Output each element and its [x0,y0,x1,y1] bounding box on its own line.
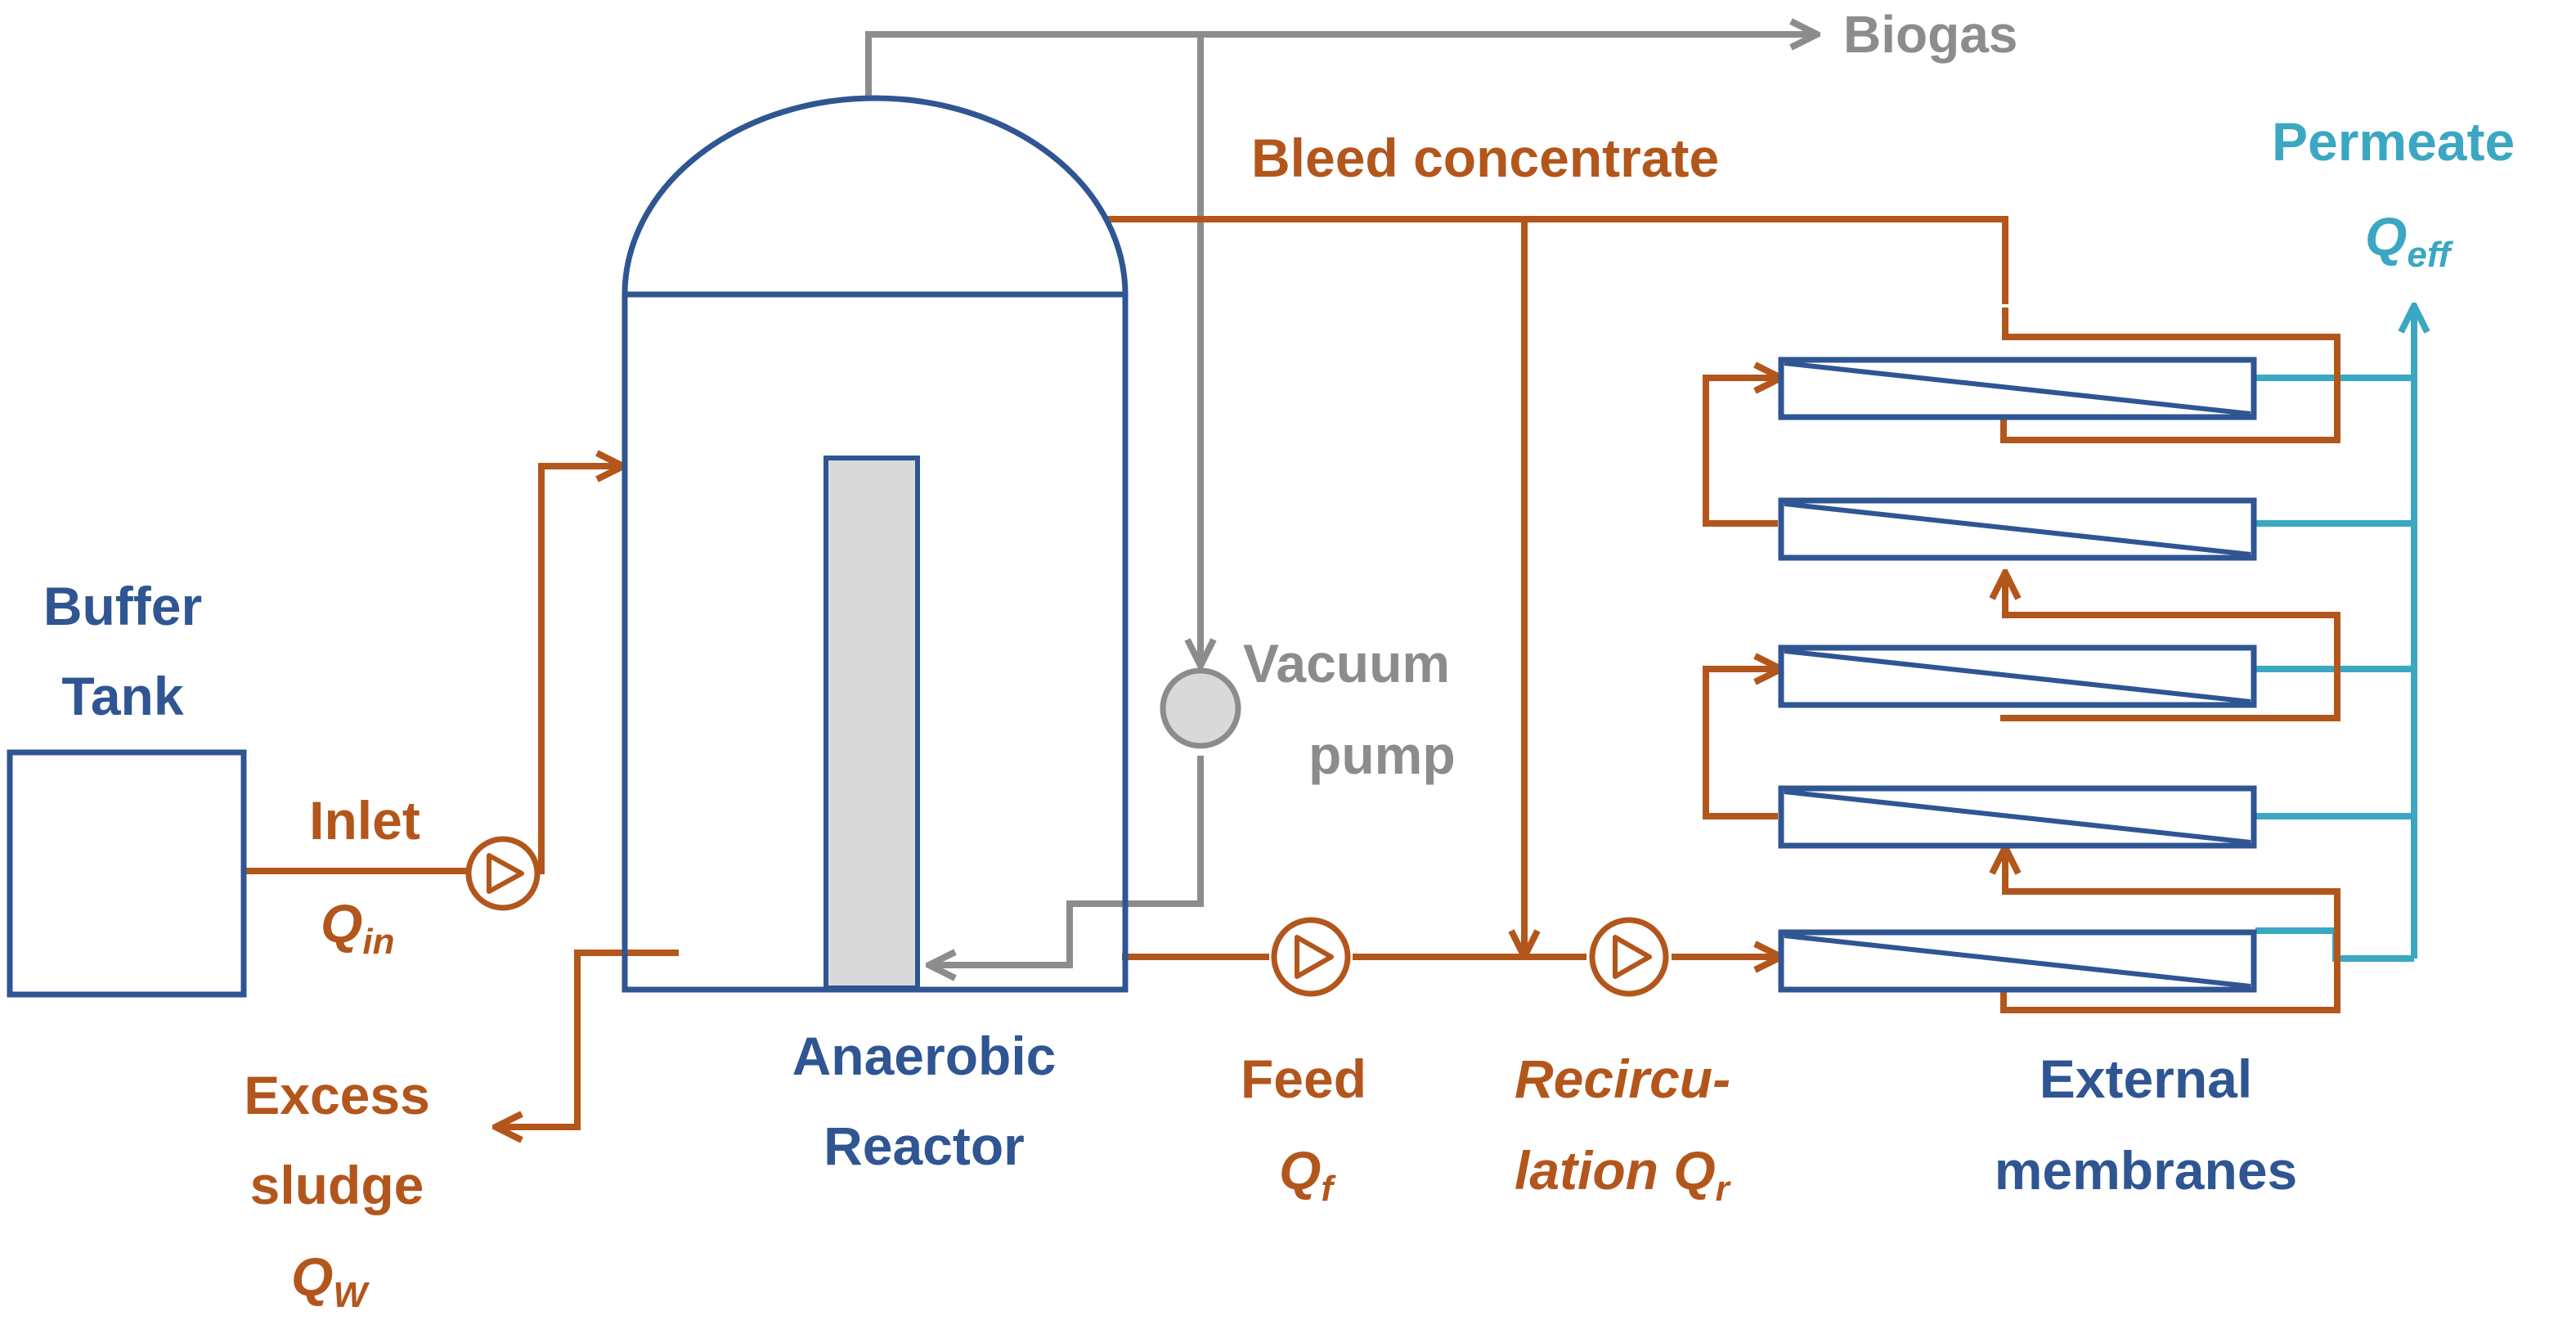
membrane-module-2 [1778,497,2257,561]
inlet-label: Inlet [309,790,420,851]
reactor-label-1: Anaerobic [792,1026,1057,1086]
recirculation-label-2: lation Qr [1515,1140,1732,1209]
membranes-label-1: External [2040,1048,2252,1109]
anaerobic-reactor [622,95,1129,993]
membranes-label-2: membranes [1995,1140,2298,1201]
recirculation-pump-icon [1589,917,1669,997]
vacuum-pump-icon [1160,667,1241,749]
excess-label-1: Excess [244,1065,430,1125]
buffer-tank-label-2: Tank [61,666,183,726]
excess-label-2: sludge [250,1155,424,1215]
permeate-label: Permeate [2272,111,2515,172]
buffer-tank [7,749,247,998]
q-in-label: Qin [321,893,394,962]
feed-label: Feed [1241,1048,1367,1109]
biogas-label: Biogas [1843,5,2017,64]
membrane-module-4 [1778,785,2257,849]
inlet-pump-icon [465,836,541,911]
bleed-concentrate-label: Bleed concentrate [1251,128,1719,188]
membrane-module-3 [1778,644,2257,708]
buffer-tank-label-1: Buffer [43,576,202,636]
q-w-label: QW [291,1246,370,1315]
reactor-baffle [824,456,920,990]
q-f-label: Qf [1279,1140,1336,1209]
membrane-module-5 [1778,929,2257,993]
membrane-module-1 [1778,357,2257,420]
reactor-label-2: Reactor [824,1116,1025,1176]
vacuum-pump-label-2: pump [1308,725,1456,785]
q-eff-label: Qeff [2365,206,2454,275]
feed-pump-icon [1271,917,1351,997]
vacuum-pump-label-1: Vacuum [1243,633,1450,694]
recirculation-label-1: Recircu- [1515,1048,1730,1109]
